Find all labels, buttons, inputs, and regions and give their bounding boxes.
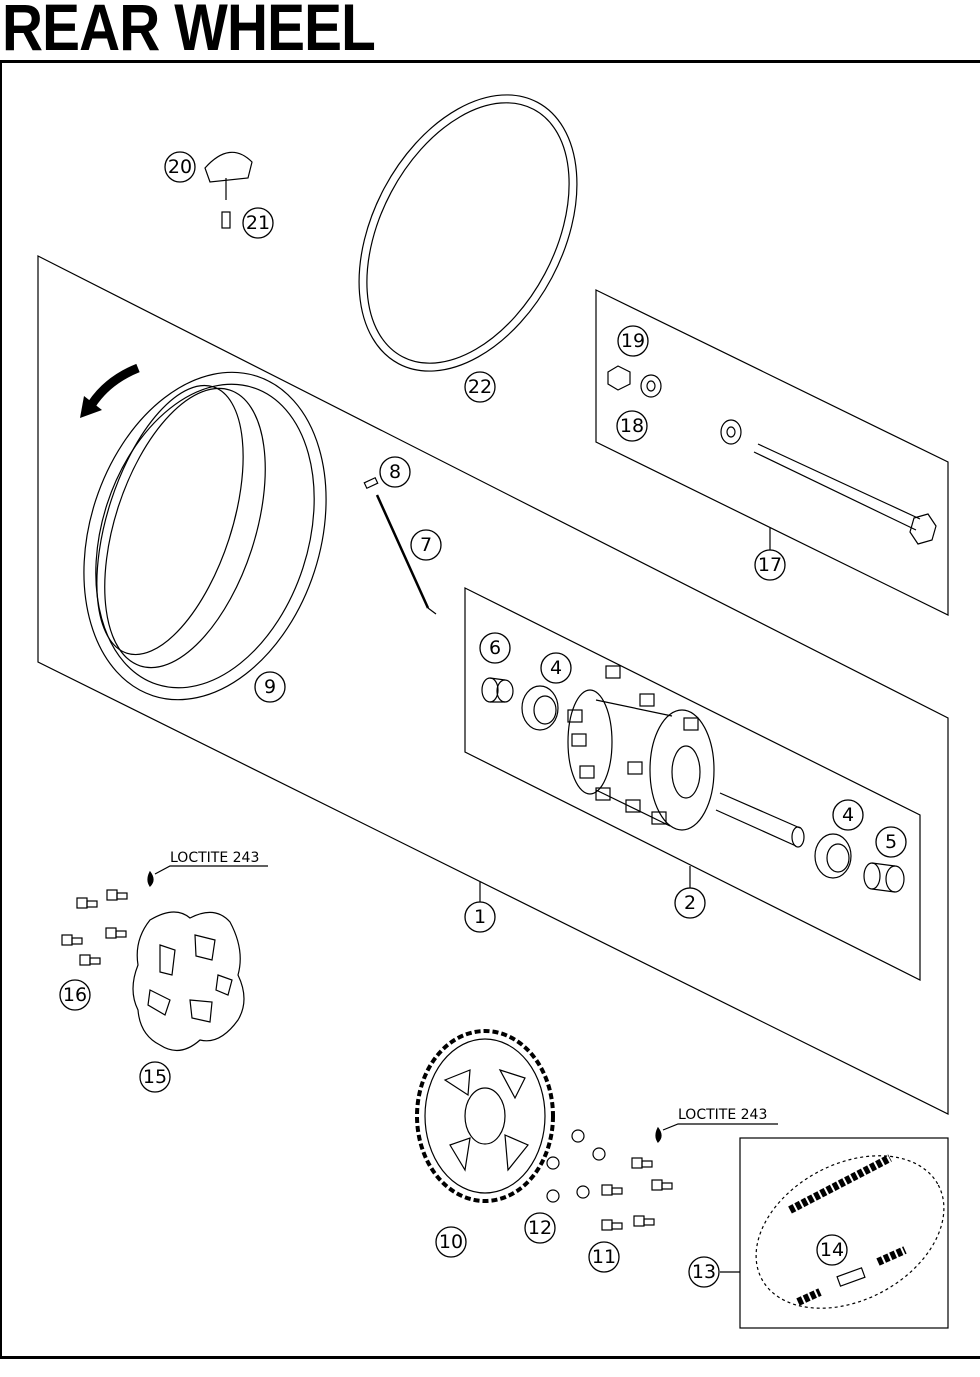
callout-22: 22 — [468, 376, 492, 398]
callout-20: 20 — [168, 156, 192, 178]
sprocket-washers — [546, 1129, 606, 1203]
rear-sprocket — [415, 1029, 555, 1203]
callout-19-circle — [617, 325, 649, 357]
loctite-drop-disc — [147, 870, 154, 887]
callout-18-circle — [616, 410, 648, 442]
callout-1-circle — [464, 901, 496, 933]
spoke-nipple — [363, 476, 379, 490]
callout-5-circle — [875, 826, 907, 858]
loctite-leader-disc — [154, 865, 268, 875]
callout-8: 8 — [389, 461, 401, 483]
callout-12-circle — [524, 1212, 556, 1244]
chain-connecting-link — [836, 1267, 866, 1287]
loctite-note-disc: LOCTITE 243 — [170, 850, 259, 866]
callout-13: 13 — [692, 1261, 716, 1283]
callout-6: 6 — [489, 637, 501, 659]
rotation-direction-arrow — [80, 363, 140, 418]
callout-4a: 4 — [550, 657, 562, 679]
assembly-17-outline — [595, 289, 949, 616]
rim-band — [358, 94, 578, 372]
wheel-axle — [720, 419, 937, 545]
rim — [83, 371, 327, 701]
callout-8-circle — [379, 456, 411, 488]
axle-nut — [607, 365, 631, 391]
sprocket-bolts — [601, 1157, 673, 1231]
callout-17-circle — [754, 549, 786, 581]
axle-washer-small — [640, 374, 662, 398]
callout-19: 19 — [621, 330, 645, 352]
callout-11-circle — [588, 1241, 620, 1273]
callout-9: 9 — [264, 676, 276, 698]
callout-6-circle — [479, 632, 511, 664]
callout-20-circle — [164, 151, 196, 183]
callout-4a-circle — [540, 652, 572, 684]
callout-4b-circle — [832, 799, 864, 831]
loctite-leader-sprocket — [662, 1123, 778, 1131]
loctite-note-sprocket: LOCTITE 243 — [678, 1107, 767, 1123]
distance-sleeve — [715, 792, 805, 848]
brake-disc — [132, 911, 245, 1051]
callout-21: 21 — [246, 212, 270, 234]
callout-1: 1 — [474, 906, 486, 928]
callout-7: 7 — [420, 534, 432, 556]
spacer-right — [863, 862, 905, 893]
callout-10: 10 — [439, 1231, 463, 1253]
callout-7-circle — [410, 529, 442, 561]
callout-14-circle — [816, 1234, 848, 1266]
callout-11: 11 — [592, 1246, 616, 1268]
wheel-hub — [567, 665, 715, 831]
callout-2: 2 — [684, 892, 696, 914]
title-rule — [0, 60, 980, 63]
assembly-1-outline — [37, 255, 949, 1115]
callout-4b: 4 — [842, 804, 854, 826]
callout-12: 12 — [528, 1217, 552, 1239]
callout-15: 15 — [143, 1066, 167, 1088]
callout-5: 5 — [885, 831, 897, 853]
bearing-right — [814, 833, 852, 879]
tire-valve — [204, 151, 253, 229]
callout-16: 16 — [63, 984, 87, 1006]
callout-18: 18 — [620, 415, 644, 437]
chain-box-outline — [739, 1137, 949, 1329]
loctite-drop-sprocket — [655, 1126, 662, 1143]
callout-17: 17 — [758, 554, 782, 576]
callout-14: 14 — [820, 1239, 844, 1261]
callout-2-circle — [674, 887, 706, 919]
drive-chain — [755, 1154, 945, 1309]
spoke — [375, 494, 437, 615]
spacer-left — [481, 677, 514, 703]
bottom-rule — [0, 1356, 980, 1359]
disc-bolts — [61, 889, 128, 966]
callout-16-circle — [59, 979, 91, 1011]
callout-21-circle — [242, 207, 274, 239]
callout-15-circle — [139, 1061, 171, 1093]
diagram-frame — [0, 63, 980, 1356]
bearing-left — [521, 685, 559, 731]
page-title: REAR WHEEL — [2, 0, 376, 64]
callout-10-circle — [435, 1226, 467, 1258]
callout-9-circle — [254, 671, 286, 703]
callout-13-circle — [688, 1256, 720, 1288]
callout-22-circle — [464, 371, 496, 403]
assembly-2-outline — [464, 587, 921, 981]
